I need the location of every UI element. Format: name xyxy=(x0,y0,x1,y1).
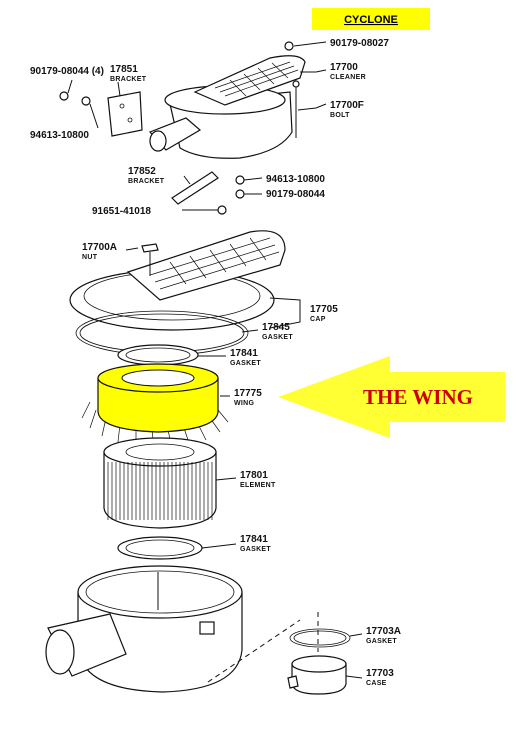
wing-drawing xyxy=(81,363,229,449)
part-number-label: 17775 xyxy=(234,388,262,399)
part-name-label: GASKET xyxy=(262,334,293,341)
part-number-label: 17851 xyxy=(110,64,138,75)
part-number-label: 17700F xyxy=(330,100,364,111)
part-number-label: 17703 xyxy=(366,668,394,679)
part-labels: 90179-08027 90179-08044 (4) 17851 BRACKE… xyxy=(30,38,401,687)
part-number-label: 17801 xyxy=(240,470,268,481)
part-number-label: 17703A xyxy=(366,626,401,637)
part-number-label: 94613-10800 xyxy=(30,130,89,141)
part-number-label: 91651-41018 xyxy=(92,206,151,217)
part-number-label: 17705 xyxy=(310,304,338,315)
title-text: CYCLONE xyxy=(344,14,398,26)
part-number-label: 90179-08027 xyxy=(330,38,389,49)
part-name-label: NUT xyxy=(82,254,98,261)
part-name-label: GASKET xyxy=(230,360,261,367)
part-number-label: 17841 xyxy=(240,534,268,545)
leader-lines xyxy=(67,41,363,679)
part-name-label: WING xyxy=(234,400,255,407)
cyclone-cleaner-drawing xyxy=(59,41,306,215)
callout-arrow xyxy=(278,356,505,438)
part-number-label: 17841 xyxy=(230,348,258,359)
part-name-label: CAP xyxy=(310,316,326,323)
element-drawing xyxy=(103,437,217,560)
part-number-label: 17852 xyxy=(128,166,156,177)
part-name-label: GASKET xyxy=(366,638,397,645)
part-number-label: 90179-08044 xyxy=(266,189,325,200)
part-name-label: GASKET xyxy=(240,546,271,553)
cap-drawing xyxy=(69,230,286,366)
part-name-label: CLEANER xyxy=(330,74,366,81)
part-name-label: BOLT xyxy=(330,112,350,119)
part-number-label: 17845 xyxy=(262,322,290,333)
part-name-label: ELEMENT xyxy=(240,482,276,489)
part-number-label: 17700 xyxy=(330,62,358,73)
callout-text: THE WING xyxy=(363,385,473,409)
part-name-label: BRACKET xyxy=(110,76,147,83)
part-name-label: CASE xyxy=(366,680,387,687)
case-drawing xyxy=(45,565,351,695)
part-number-label: 94613-10800 xyxy=(266,174,325,185)
part-name-label: BRACKET xyxy=(128,178,165,185)
part-number-label: 90179-08044 (4) xyxy=(30,66,104,77)
title-highlight xyxy=(312,8,430,30)
part-number-label: 17700A xyxy=(82,242,117,253)
